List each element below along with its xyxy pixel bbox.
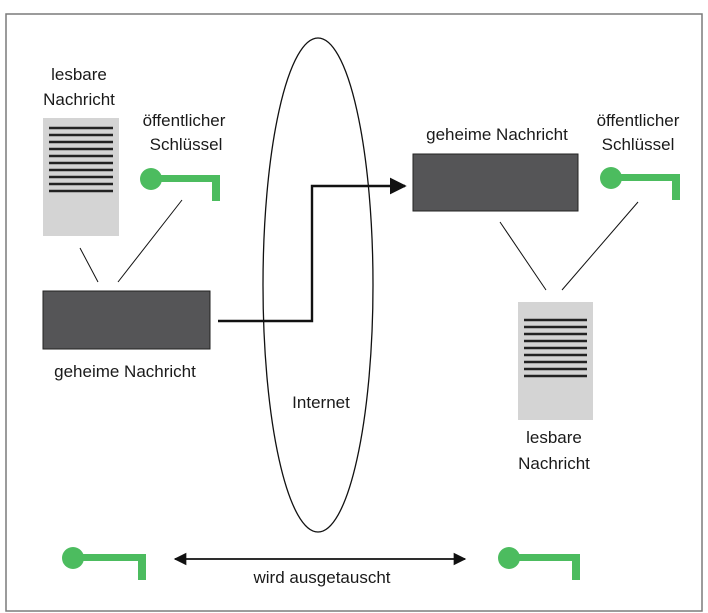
connector-line bbox=[561, 201, 639, 291]
frame-border bbox=[5, 13, 703, 612]
internet-ellipse bbox=[262, 37, 374, 533]
readable-document-left bbox=[43, 118, 119, 236]
secret-message-left-label: geheime Nachricht bbox=[54, 362, 196, 381]
readable-message-right-label-line1: lesbare bbox=[526, 428, 582, 447]
key-icon bbox=[62, 547, 146, 580]
connector-line bbox=[117, 199, 183, 283]
key-icon bbox=[140, 168, 220, 201]
exchange-label: wird ausgetauscht bbox=[252, 568, 390, 587]
secret-message-right-label: geheime Nachricht bbox=[426, 125, 568, 144]
key-icon bbox=[498, 547, 580, 580]
secret-message-box-right bbox=[412, 153, 579, 212]
connector-line bbox=[79, 247, 99, 283]
internet-label: Internet bbox=[292, 393, 350, 412]
transfer-arrow bbox=[218, 177, 407, 323]
readable-message-right-label-line2: Nachricht bbox=[518, 454, 590, 473]
readable-message-left-label-line2: Nachricht bbox=[43, 90, 115, 109]
key-icon bbox=[600, 167, 680, 200]
public-key-left-label-line2: Schlüssel bbox=[150, 135, 223, 154]
public-key-right-label-line1: öffentlicher bbox=[597, 111, 680, 130]
readable-document-right bbox=[518, 302, 593, 420]
public-key-right-label-line2: Schlüssel bbox=[602, 135, 675, 154]
secret-message-box-left bbox=[42, 290, 211, 350]
readable-message-left-label-line1: lesbare bbox=[51, 65, 107, 84]
public-key-left-label-line1: öffentlicher bbox=[143, 111, 226, 130]
connector-line bbox=[499, 221, 547, 291]
